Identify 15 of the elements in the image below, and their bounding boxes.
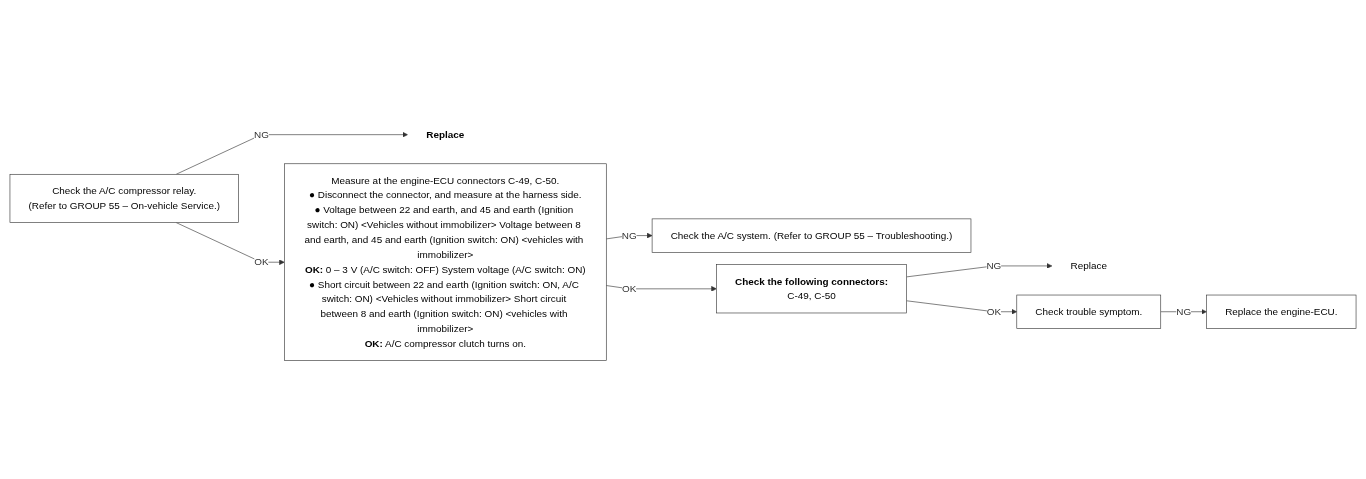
edge-label: NG [621,230,637,241]
edge-label: NG [1176,306,1192,317]
node-box: Check the A/C system. (Refer to GROUP 55 – Troubleshooting.) [651,218,972,253]
node-text: Replace [426,129,465,140]
node-box: Check the A/C compressor relay. (Refer to GROUP 55 – On-vehicle Service.) [9,174,239,224]
node-box: Check the following connectors: C-49, C-50 [716,264,907,314]
edge-label: OK [254,256,269,268]
edge-label: OK [622,283,637,294]
edge-label: NG [253,129,269,140]
node-text: Replace [1070,260,1107,272]
edge-label: OK [986,306,1002,317]
node-box: Replace the engine-ECU. [1206,294,1357,329]
edge-label: NG [986,260,1002,272]
node-box: Check trouble symptom. [1016,294,1162,329]
node-box: Measure at the engine-ECU connectors C-49, C-50. ● Disconnect the connector, and measure at the harness side. ● Voltage between 22 and earth, and 45 and earth (Ignition switch: ON) <Vehicles without immobilizer> Voltage between 8 and earth, and 45 and earth (Ignition switch: ON) <vehicles with immobilizer> OK: 0 – 3 V (A/C switch: OFF) System voltage (A/C switch: ON) ● Short circuit between 22 and earth (Ignition switch: ON, A/C switch: ON) <Vehicles without immobilizer> Short circuit between 8 and earth (Ignition switch: ON) <vehicles with immobilizer> OK: A/C compressor clutch turns on. [284,163,607,362]
